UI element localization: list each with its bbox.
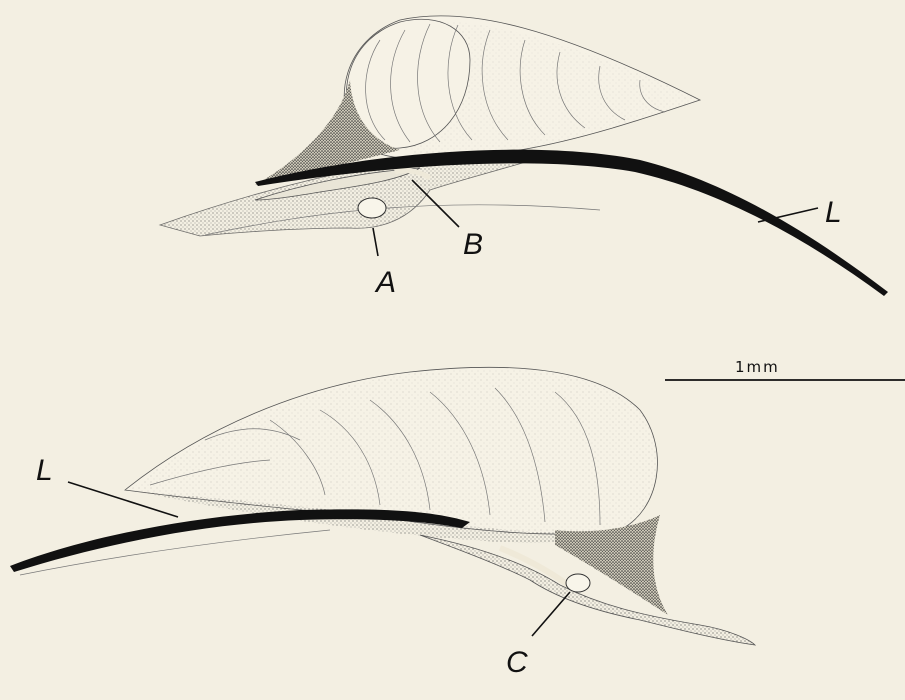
bottom-pore-c	[566, 574, 590, 592]
label-l-bottom: L	[36, 454, 53, 487]
scale-bar: 1mm	[665, 358, 905, 380]
top-pore-a	[358, 198, 386, 218]
leader-c	[532, 592, 570, 636]
label-l-top: L	[825, 196, 842, 229]
label-c: C	[506, 646, 528, 679]
bottom-rod	[10, 509, 470, 572]
leader-a	[373, 228, 378, 256]
label-a: A	[374, 266, 396, 299]
label-b: B	[463, 228, 483, 261]
bottom-specimen: L C	[10, 367, 755, 679]
scale-bar-label: 1mm	[735, 358, 780, 376]
top-specimen: A B L	[160, 16, 888, 299]
